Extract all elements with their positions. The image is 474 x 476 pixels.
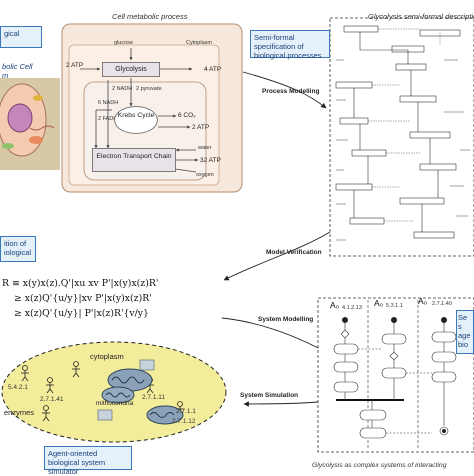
mitochondria-label: mithocondria [96,400,134,407]
atp-out-label: 4 ATP [204,66,222,73]
glycolysis-semi-formal-diagram [329,17,474,257]
enzymes-label: enzymes [4,408,35,417]
agent-system-line1: Se [458,313,468,322]
definition-line1: ition of [4,239,27,248]
electron-transport-chain-node: Electron Transport Chain [92,148,176,172]
agent-system-line3: age [458,331,471,340]
pyruvate-label: 2 pyruvate [136,86,162,92]
enzyme-id-4: 2.7.1.12 [172,418,196,425]
enzyme-id-2: 2.7.1.41 [40,396,64,403]
cell-label-line2: bolic Cell [2,62,33,71]
agent-system-line4: bio [458,340,469,349]
water-label: water [198,145,212,151]
glucose-label: glucose [114,40,133,46]
nadh-2-label: 6 NADH [98,100,119,106]
enzyme-id-5: 2.7.1.1 [176,408,196,415]
cytoplasm-label: Cytoplasm [186,40,212,46]
glycolysis-node: Glycolysis [102,62,160,77]
agent-a0-1: A₀ [330,300,340,310]
definition-box: ition of iological [0,236,36,262]
glycolysis-desc-title: Glycolysis semi-formal description [368,12,474,21]
atp-in-label: 2 ATP [66,62,84,69]
enzyme-id-3: 2.7.1.11 [142,394,166,401]
enzyme-agents [21,361,184,422]
glycolysis-complex-title: Glycolysis as complex systems of interac… [312,462,447,469]
simulator-label-box: Agent-oriented biological system simulat… [44,446,132,476]
semi-formal-spec-text: Semi-formal specification of biological … [254,33,322,60]
system-modelling-label: System Modelling [258,316,314,323]
krebs-atp-label: 2 ATP [192,124,210,131]
definition-line2: iological [4,248,32,257]
agent-id-2: 5.3.1.1 [386,303,403,309]
etc-label: Electron Transport Chain [96,153,172,160]
krebs-cycle-label: Krebs Cycle [117,112,155,119]
formula-line2: ≥ x(z)Q'{u/y}|xv P'|x(y)x(z)R' [14,293,152,304]
cell-metabolism-label-line1: gical [4,29,20,38]
agent-a0-2: A₀ [374,298,384,308]
agent-activity-diagrams [317,297,474,453]
system-simulation-label: System Simulation [240,392,299,399]
process-modelling-label: Process Modelling [262,88,320,95]
metabolic-process-title: Cell metabolic process [112,12,188,21]
cell-metabolism-label-box: gical [0,26,42,48]
nadh-1-label: 2 NADH [112,86,133,92]
mitochondria-images [97,359,184,425]
agent-system-box: Se s age bio [456,310,474,354]
co2-label: 6 CO₂ [178,112,196,119]
fadh-label: 2 FADH₂ [98,116,120,122]
formula-line3: ≥ x(z)Q'{u/y}| P'|x(z)R'{v/y} [14,308,149,319]
etc-atp-label: 32 ATP [200,157,221,164]
agent-id-3: 2.7.1.40 [432,301,452,307]
formula-line1: R ≡ x(y)x(z).Q'|xu xv P'|x(y)x(z)R' [2,278,159,289]
simulator-label-text: Agent-oriented biological system simulat… [48,449,106,476]
krebs-cycle-node: Krebs Cycle [114,106,158,134]
agent-id-1: 4.1.2.13 [342,305,362,311]
cell-illustration [0,78,60,170]
agent-system-line2: s [458,322,462,331]
model-verification-label: Model Verification [266,249,322,256]
enzyme-id-1: 5.4.2.1 [8,384,28,391]
cell-label-line3: m [2,71,9,80]
agent-a0-3: A₀ [418,296,428,306]
cytoplasm-sim-label: cytoplasm [90,352,124,361]
oxygen-label: oxygen [196,172,214,178]
semi-formal-spec-box: Semi-formal specification of biological … [250,30,330,60]
